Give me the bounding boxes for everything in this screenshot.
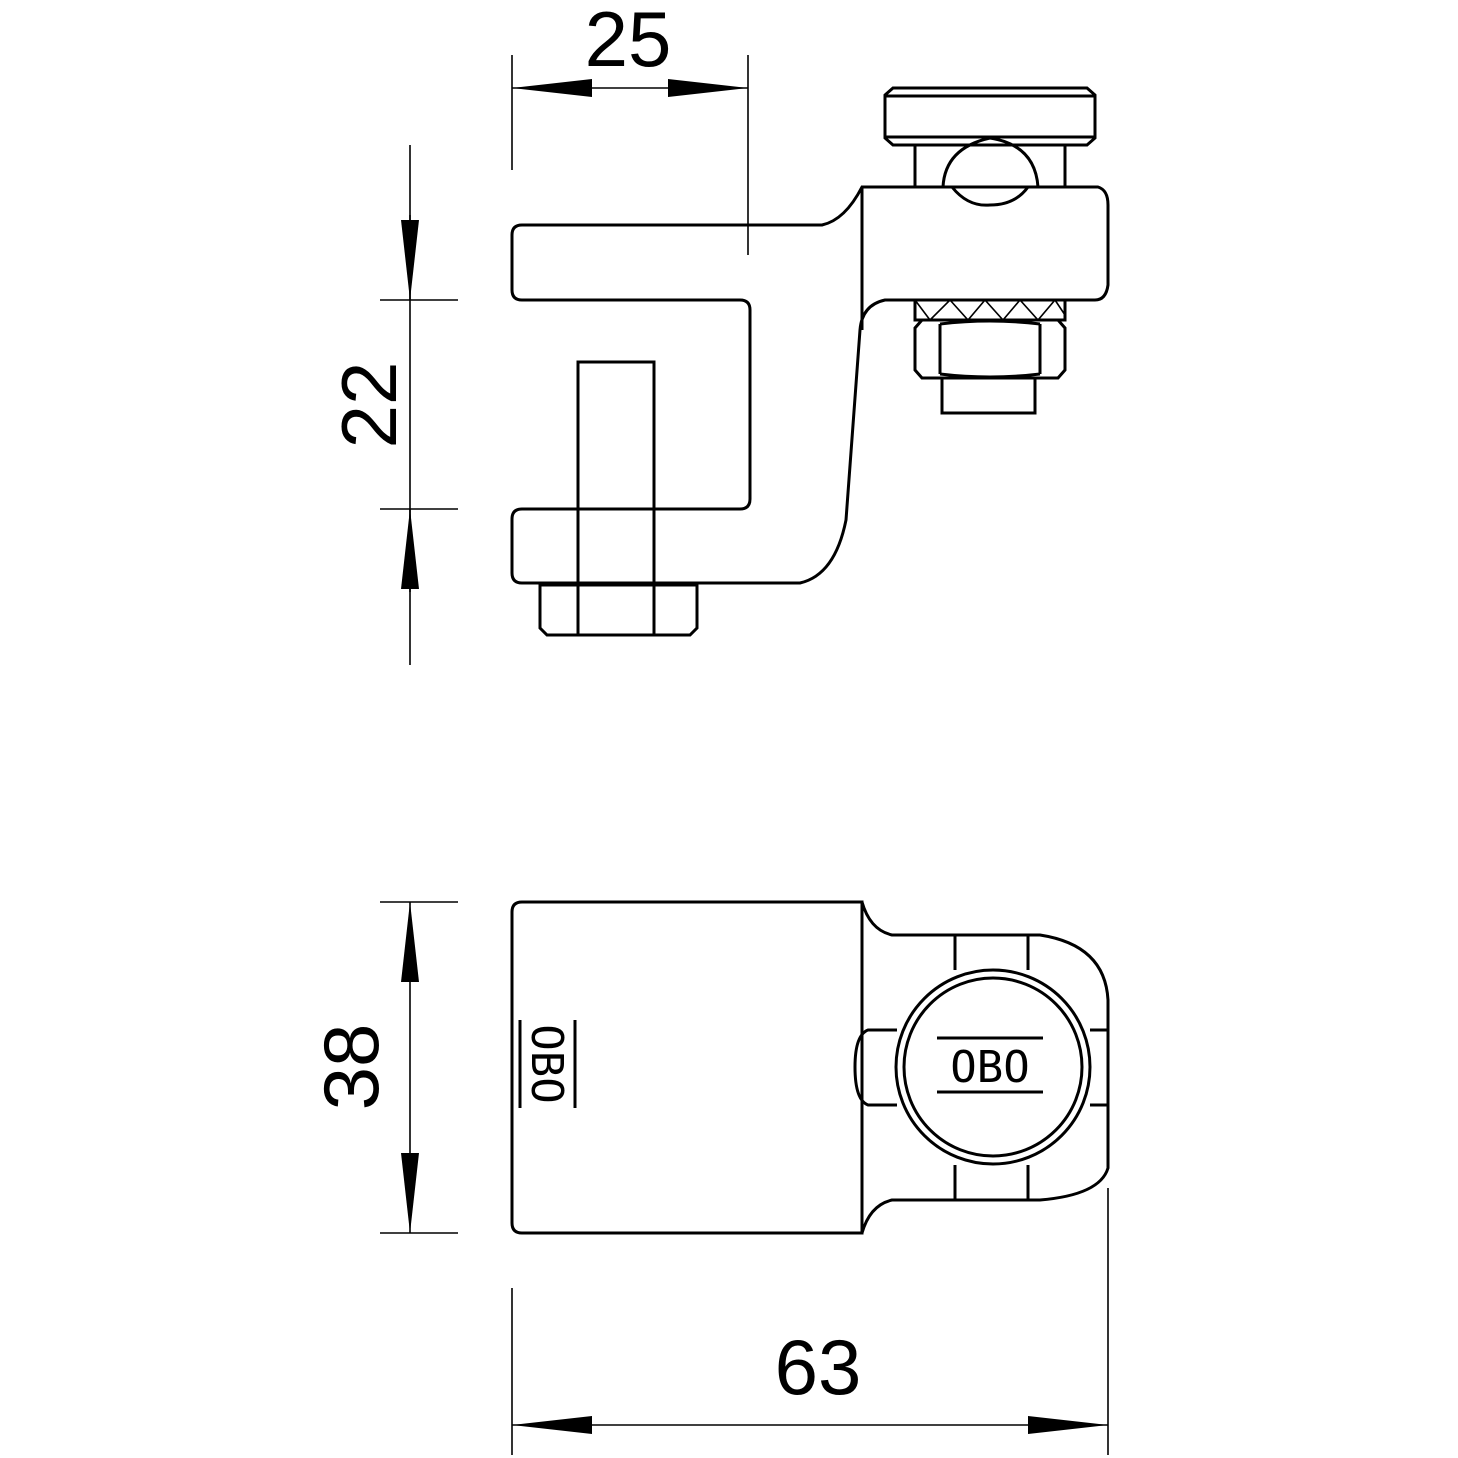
dimension-22: 22 (325, 145, 458, 665)
obo-logo-rotated-text: OBO (521, 1024, 572, 1103)
dimension-label-22: 22 (325, 362, 413, 449)
obo-logo: OBO (937, 1036, 1043, 1094)
obo-logo-text: OBO (950, 1042, 1029, 1093)
dimension-label-63: 63 (775, 1323, 862, 1411)
clamp-side-view (510, 86, 1110, 637)
dimension-63: 63 (511, 1188, 1109, 1455)
obo-logo-rotated: OBO (518, 1020, 577, 1108)
dimension-label-38: 38 (307, 1024, 395, 1111)
dimension-label-25: 25 (585, 0, 672, 83)
dimension-38: 38 (307, 901, 458, 1234)
dimension-25: 25 (511, 0, 749, 255)
clamp-top-view: OBO OBO (510, 900, 1110, 1235)
